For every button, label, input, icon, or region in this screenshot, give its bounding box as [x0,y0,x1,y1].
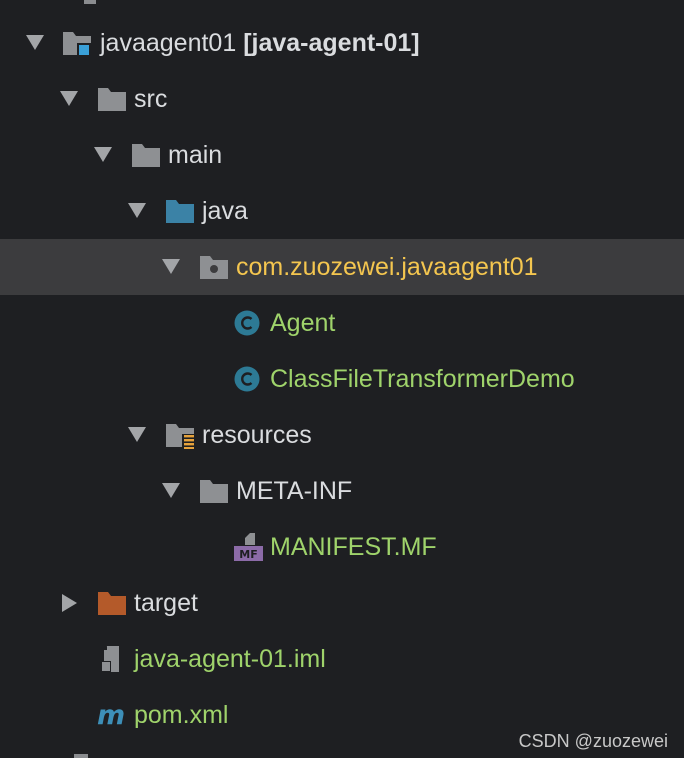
tree-item-label: src [134,85,168,113]
expand-arrow-down-icon[interactable] [128,203,146,218]
folder-icon [97,85,127,113]
tree-item-package-com-zuozewei-javaagent01[interactable]: com.zuozewei.javaagent01 [0,239,684,295]
manifest-icon-text: MF [239,548,257,561]
tree-item-label: javaagent01 [100,29,237,57]
java-class-icon [233,309,263,337]
tree-item-classfiletransformerdemo[interactable]: ClassFileTransformerDemo [0,351,684,407]
tree-item-label: main [168,141,223,169]
tree-item-java-agent-01-iml[interactable]: java-agent-01.iml [0,631,684,687]
tree-item-javaagent01[interactable]: javaagent01 [java-agent-01] [0,15,684,71]
folder-icon [131,141,161,169]
expand-arrow-down-icon[interactable] [94,147,112,162]
folder-icon [199,477,229,505]
tree-item-label: ClassFileTransformerDemo [270,365,575,393]
watermark-text: CSDN @zuozewei [518,731,668,751]
iml-file-icon [99,645,129,673]
tree-item-src[interactable]: src [0,71,684,127]
tree-item-label: resources [202,421,312,449]
expand-arrow-down-icon[interactable] [128,427,146,442]
tree-item-label: java [202,197,248,225]
expand-arrow-down-icon[interactable] [162,483,180,498]
tree-item-label: Agent [270,309,336,337]
tree-item-label: java-agent-01.iml [134,645,326,673]
resources-folder-icon [165,421,195,449]
tree-item-java[interactable]: java [0,183,684,239]
tree-item-label: META-INF [236,477,353,505]
maven-icon: m [96,700,126,731]
partial-row-indicator-top [84,0,96,4]
module-folder-icon [62,29,92,57]
package-icon [199,253,229,281]
tree-item-label: target [134,589,198,617]
tree-item-label: pom.xml [134,701,229,729]
maven-icon-text: m [97,701,125,729]
expand-arrow-down-icon[interactable] [60,91,78,106]
tree-item-pom-xml[interactable]: m pom.xml [0,687,684,743]
tree-item-target[interactable]: target [0,575,684,631]
excluded-folder-icon [97,589,127,617]
tree-item-label: com.zuozewei.javaagent01 [236,253,538,281]
manifest-file-icon: MF [233,533,263,561]
source-folder-icon [165,197,195,225]
module-name-suffix: [java-agent-01] [243,29,420,57]
collapse-arrow-right-icon[interactable] [62,594,77,612]
partial-row-indicator-bottom [74,754,88,758]
tree-item-main[interactable]: main [0,127,684,183]
expand-arrow-down-icon[interactable] [26,35,44,50]
tree-item-agent[interactable]: Agent [0,295,684,351]
tree-item-manifest-mf[interactable]: MF MANIFEST.MF [0,519,684,575]
tree-item-resources[interactable]: resources [0,407,684,463]
tree-item-meta-inf[interactable]: META-INF [0,463,684,519]
expand-arrow-down-icon[interactable] [162,259,180,274]
tree-item-label: MANIFEST.MF [270,533,437,561]
java-class-icon [233,365,263,393]
